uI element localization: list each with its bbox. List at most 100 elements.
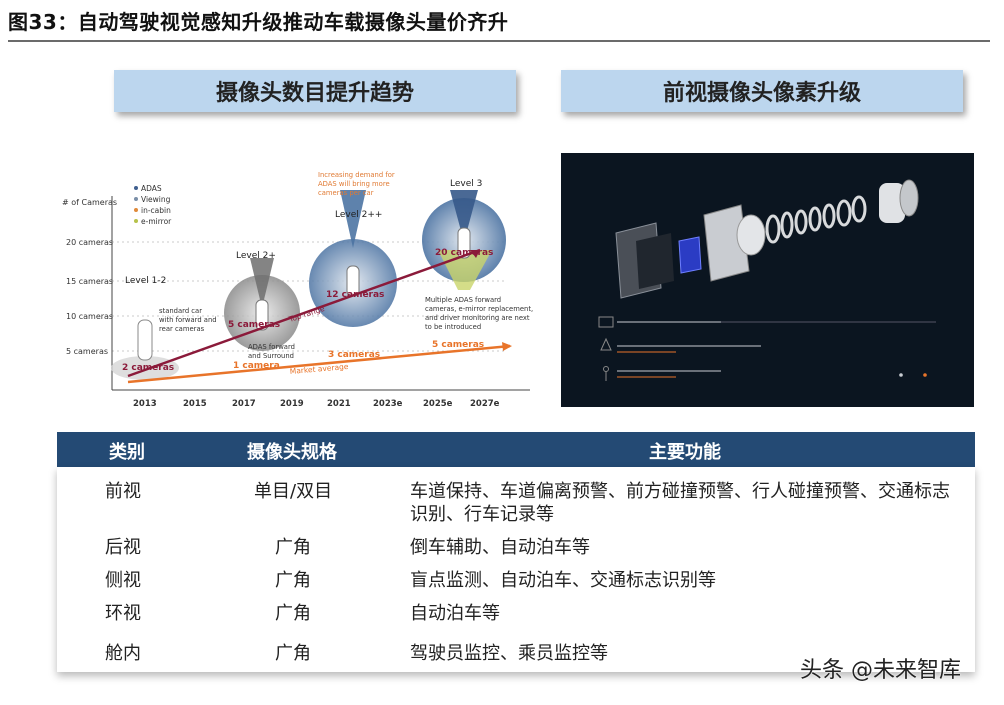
row-category: 舱内 (105, 643, 141, 664)
market-average-line (127, 344, 511, 384)
adas-note-1: ADAS forward (248, 343, 295, 351)
camera-exploded-svg (561, 153, 974, 407)
y-tick-5: 5 cameras (66, 347, 108, 356)
top-range-line (127, 248, 481, 378)
header-function: 主要功能 (649, 442, 721, 463)
car-level2plus (255, 299, 269, 331)
car-level3 (457, 227, 471, 259)
row-category: 环视 (105, 603, 141, 624)
row-spec: 单目/双目 (254, 481, 333, 502)
multi-note-4: to be introduced (425, 323, 481, 331)
lens-barrel-icon (879, 183, 905, 223)
car-note-2: with forward and (159, 316, 217, 324)
cone-level3 (450, 190, 478, 242)
row-function-line2: 识别、行车记录等 (410, 504, 554, 525)
x-tick-2017: 2017 (232, 399, 256, 409)
left-banner: 摄像头数目提升趋势 (114, 70, 516, 112)
legend-dot-orange (923, 373, 927, 377)
top-note-3: cameras per car (318, 189, 374, 197)
cone-level2plus (250, 258, 274, 308)
header-category: 类别 (109, 442, 145, 463)
coverage-level12 (111, 356, 179, 380)
cone-level2pp (340, 190, 366, 248)
count-2-cameras: 2 cameras (122, 363, 174, 373)
level-label-12: Level 1-2 (125, 276, 166, 286)
count-20-cameras: 20 cameras (435, 248, 493, 258)
level-label-2plus: Level 2+ (236, 251, 276, 261)
row-spec: 广角 (275, 570, 311, 591)
y-axis-title: # of Cameras (62, 198, 117, 207)
market-average-arrow (502, 342, 512, 351)
legend-dot-e-mirror (134, 219, 138, 223)
table-header: 类别 摄像头规格 主要功能 (57, 432, 975, 467)
count-12-cameras: 12 cameras (326, 290, 384, 300)
legend-adas: ADAS (141, 184, 162, 193)
row-function-line1: 倒车辅助、自动泊车等 (410, 537, 590, 558)
multi-note-1: Multiple ADAS forward (425, 296, 501, 304)
top-note-1: Increasing demand for (318, 171, 395, 179)
row-category: 后视 (105, 537, 141, 558)
lens-ring-4 (808, 206, 822, 232)
car-icon (598, 316, 614, 328)
count-1-camera: 1 camera (233, 361, 280, 371)
count-5-cameras: 5 cameras (228, 320, 280, 330)
level-label-3: Level 3 (450, 179, 482, 189)
market-average-label: Market average (289, 362, 349, 376)
car-level12 (137, 319, 153, 361)
row-spec: 广角 (275, 643, 311, 664)
row-function-line1: 车道保持、车道偏离预警、前方碰撞预警、行人碰撞预警、交通标志 (410, 481, 950, 502)
x-tick-2027e: 2027e (470, 399, 500, 409)
cone-icon (600, 337, 612, 351)
lens-ring-5 (822, 203, 836, 229)
pedestrian-icon (603, 366, 609, 372)
y-tick-10: 10 cameras (66, 312, 113, 321)
row-category: 前视 (105, 481, 141, 502)
title-divider (8, 40, 990, 42)
x-tick-2021: 2021 (327, 399, 351, 409)
camera-exploded-view (561, 153, 974, 407)
level-label-2pp: Level 2++ (335, 210, 382, 220)
row-function-line1: 驾驶员监控、乘员监控等 (410, 643, 608, 664)
legend-dot-viewing (134, 197, 138, 201)
legend-dot-in-cabin (134, 208, 138, 212)
header-spec: 摄像头规格 (247, 442, 337, 463)
legend-viewing: Viewing (141, 195, 171, 204)
row-spec: 广角 (275, 537, 311, 558)
legend-e-mirror: e-mirror (141, 217, 172, 226)
row-spec: 广角 (275, 603, 311, 624)
count-3-cameras: 3 cameras (328, 350, 380, 360)
x-tick-2019: 2019 (280, 399, 304, 409)
lens-ring-1 (765, 214, 781, 244)
lens-ring-6 (836, 199, 852, 227)
figure-title: 图33：自动驾驶视觉感知升级推动车载摄像头量价齐升 (8, 10, 509, 34)
lens-mount-icon (736, 214, 766, 256)
lens-ring-2 (780, 211, 794, 239)
legend-dot-adas (134, 186, 138, 190)
front-lens-icon (899, 179, 919, 217)
x-tick-2015: 2015 (183, 399, 207, 409)
pcb-chip-icon (636, 233, 674, 289)
count-5-cameras-market: 5 cameras (432, 340, 484, 350)
x-tick-2023e: 2023e (373, 399, 403, 409)
x-tick-2025e: 2025e (423, 399, 453, 409)
legend-in-cabin: in-cabin (141, 206, 171, 215)
row-function-line1: 盲点监测、自动泊车、交通标志识别等 (410, 570, 716, 591)
lens-ring-7 (851, 195, 867, 223)
y-tick-20: 20 cameras (66, 238, 113, 247)
top-note-2: ADAS will bring more (318, 180, 390, 188)
image-sensor-icon (678, 236, 702, 274)
legend-dot-white (899, 373, 903, 377)
adas-note-2: and Surround (248, 352, 294, 360)
multi-note-2: cameras, e-mirror replacement, (425, 305, 533, 313)
right-banner: 前视摄像头像素升级 (561, 70, 963, 112)
top-range-arrow (470, 250, 480, 258)
camera-trend-svg: # of Cameras 20 cameras 15 cameras 10 ca… (62, 171, 533, 409)
car-note-3: rear cameras (159, 325, 205, 333)
row-category: 侧视 (105, 570, 141, 591)
lens-ring-3 (794, 209, 808, 235)
car-note-1: standard car (159, 307, 202, 315)
y-tick-15: 15 cameras (66, 277, 113, 286)
watermark: 头条 @未来智库 (800, 658, 961, 683)
camera-housing-icon (703, 204, 750, 282)
x-tick-2013: 2013 (133, 399, 157, 409)
